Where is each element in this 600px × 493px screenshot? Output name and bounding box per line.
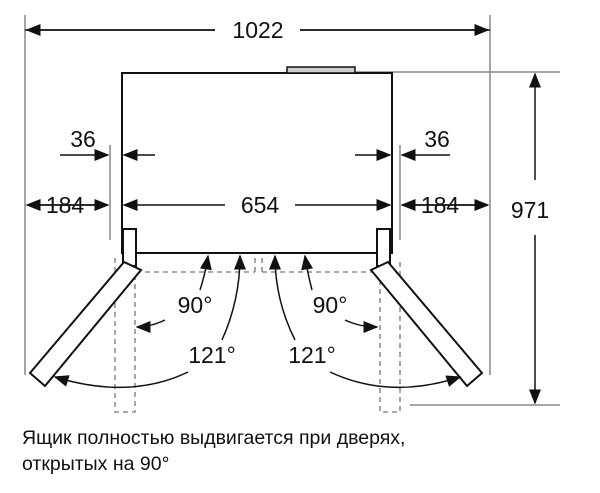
total-width-label: 1022 xyxy=(232,17,283,43)
left-90-angle-label: 90° xyxy=(178,292,213,318)
left-door-offset-label: 36 xyxy=(70,126,96,152)
caption-line-2: открытых на 90° xyxy=(22,453,170,475)
fridge-body xyxy=(121,72,393,254)
right-clearance-label: 184 xyxy=(421,192,460,218)
left-121-angle-label: 121° xyxy=(188,342,236,368)
body-width-label: 654 xyxy=(241,192,280,218)
right-door-offset-label: 36 xyxy=(424,126,450,152)
left-clearance-label: 184 xyxy=(46,192,85,218)
hinge-cover xyxy=(286,66,356,74)
caption: Ящик полностью выдвигается при дверях, о… xyxy=(22,425,600,477)
caption-line-1: Ящик полностью выдвигается при дверях, xyxy=(22,427,406,449)
right-90-angle-label: 90° xyxy=(313,292,348,318)
left-door-open xyxy=(28,260,143,388)
right-hinge xyxy=(376,228,391,267)
left-hinge xyxy=(122,228,137,267)
right-door-open xyxy=(369,260,484,388)
height-label: 971 xyxy=(511,197,549,223)
right-121-angle-label: 121° xyxy=(288,342,336,368)
